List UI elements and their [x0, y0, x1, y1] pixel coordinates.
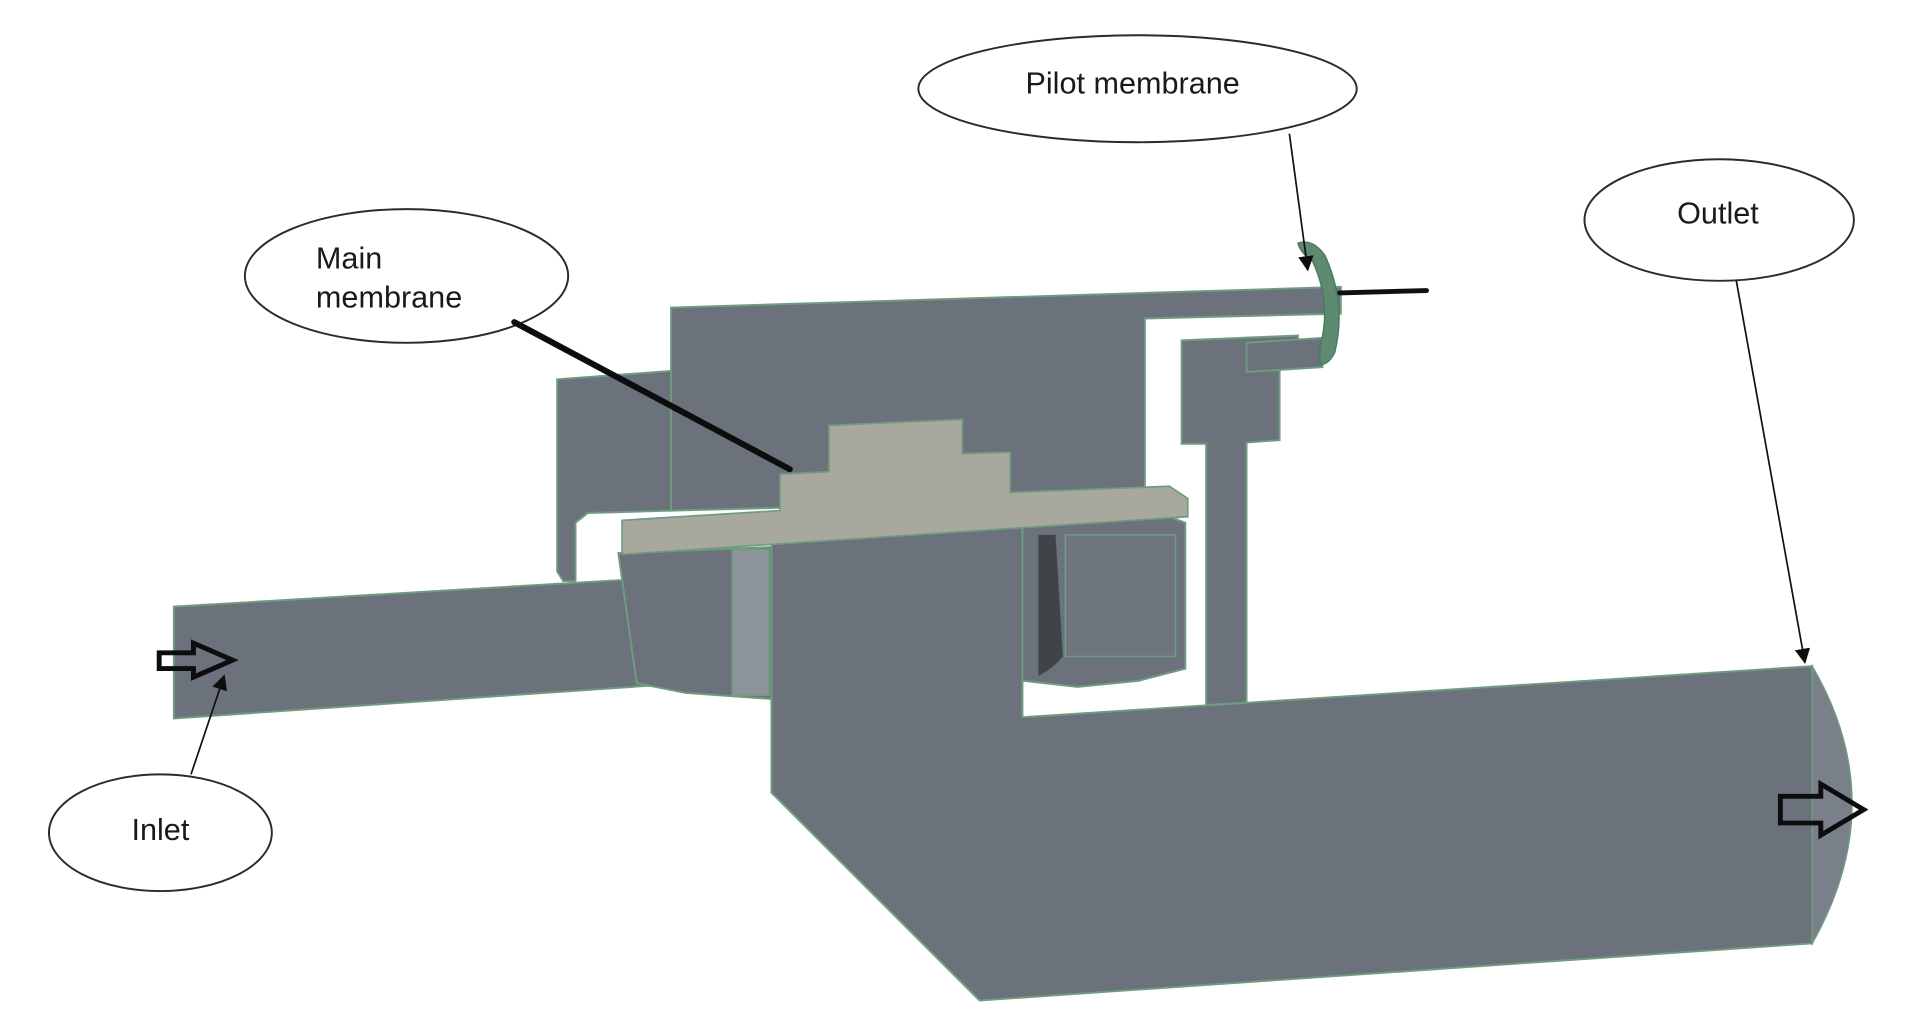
main-membrane-leader-line: [511, 319, 793, 473]
inlet-leader-arrow-icon: [190, 674, 228, 775]
pilot-membrane-stem: [1337, 288, 1429, 296]
callout-inlet-label: Inlet: [131, 813, 189, 847]
outlet-flow-arrow-icon: [1777, 779, 1869, 840]
callout-inlet: Inlet: [47, 674, 273, 893]
callout-main-membrane: Main membrane: [243, 208, 793, 473]
seat-ring-left-face: [731, 548, 770, 697]
pilot-arm: [1245, 336, 1324, 374]
valve-body: [172, 285, 1853, 1002]
main-membrane-part: [621, 418, 1189, 556]
pilot-channel: [1180, 334, 1299, 707]
pilot-membrane-leader-arrow-icon: [1288, 133, 1314, 272]
callout-outlet: Outlet: [1583, 158, 1855, 665]
inlet-flow-arrow-icon: [156, 639, 239, 681]
callout-pilot-membrane-label: Pilot membrane: [1025, 67, 1239, 101]
callout-pilot-membrane: Pilot membrane: [917, 34, 1358, 272]
callout-main-membrane-line2: membrane: [316, 281, 462, 315]
callout-main-membrane-line1: Main: [316, 242, 382, 276]
seat-cavity-shadow: [1038, 534, 1063, 676]
outlet-pipe: [770, 524, 1814, 1002]
outlet-end-cap: [1811, 663, 1853, 947]
callout-outlet-label: Outlet: [1677, 197, 1759, 231]
outlet-leader-arrow-icon: [1735, 280, 1811, 665]
seat-ring-right-inner: [1064, 534, 1177, 658]
inlet-pipe: [172, 575, 687, 720]
